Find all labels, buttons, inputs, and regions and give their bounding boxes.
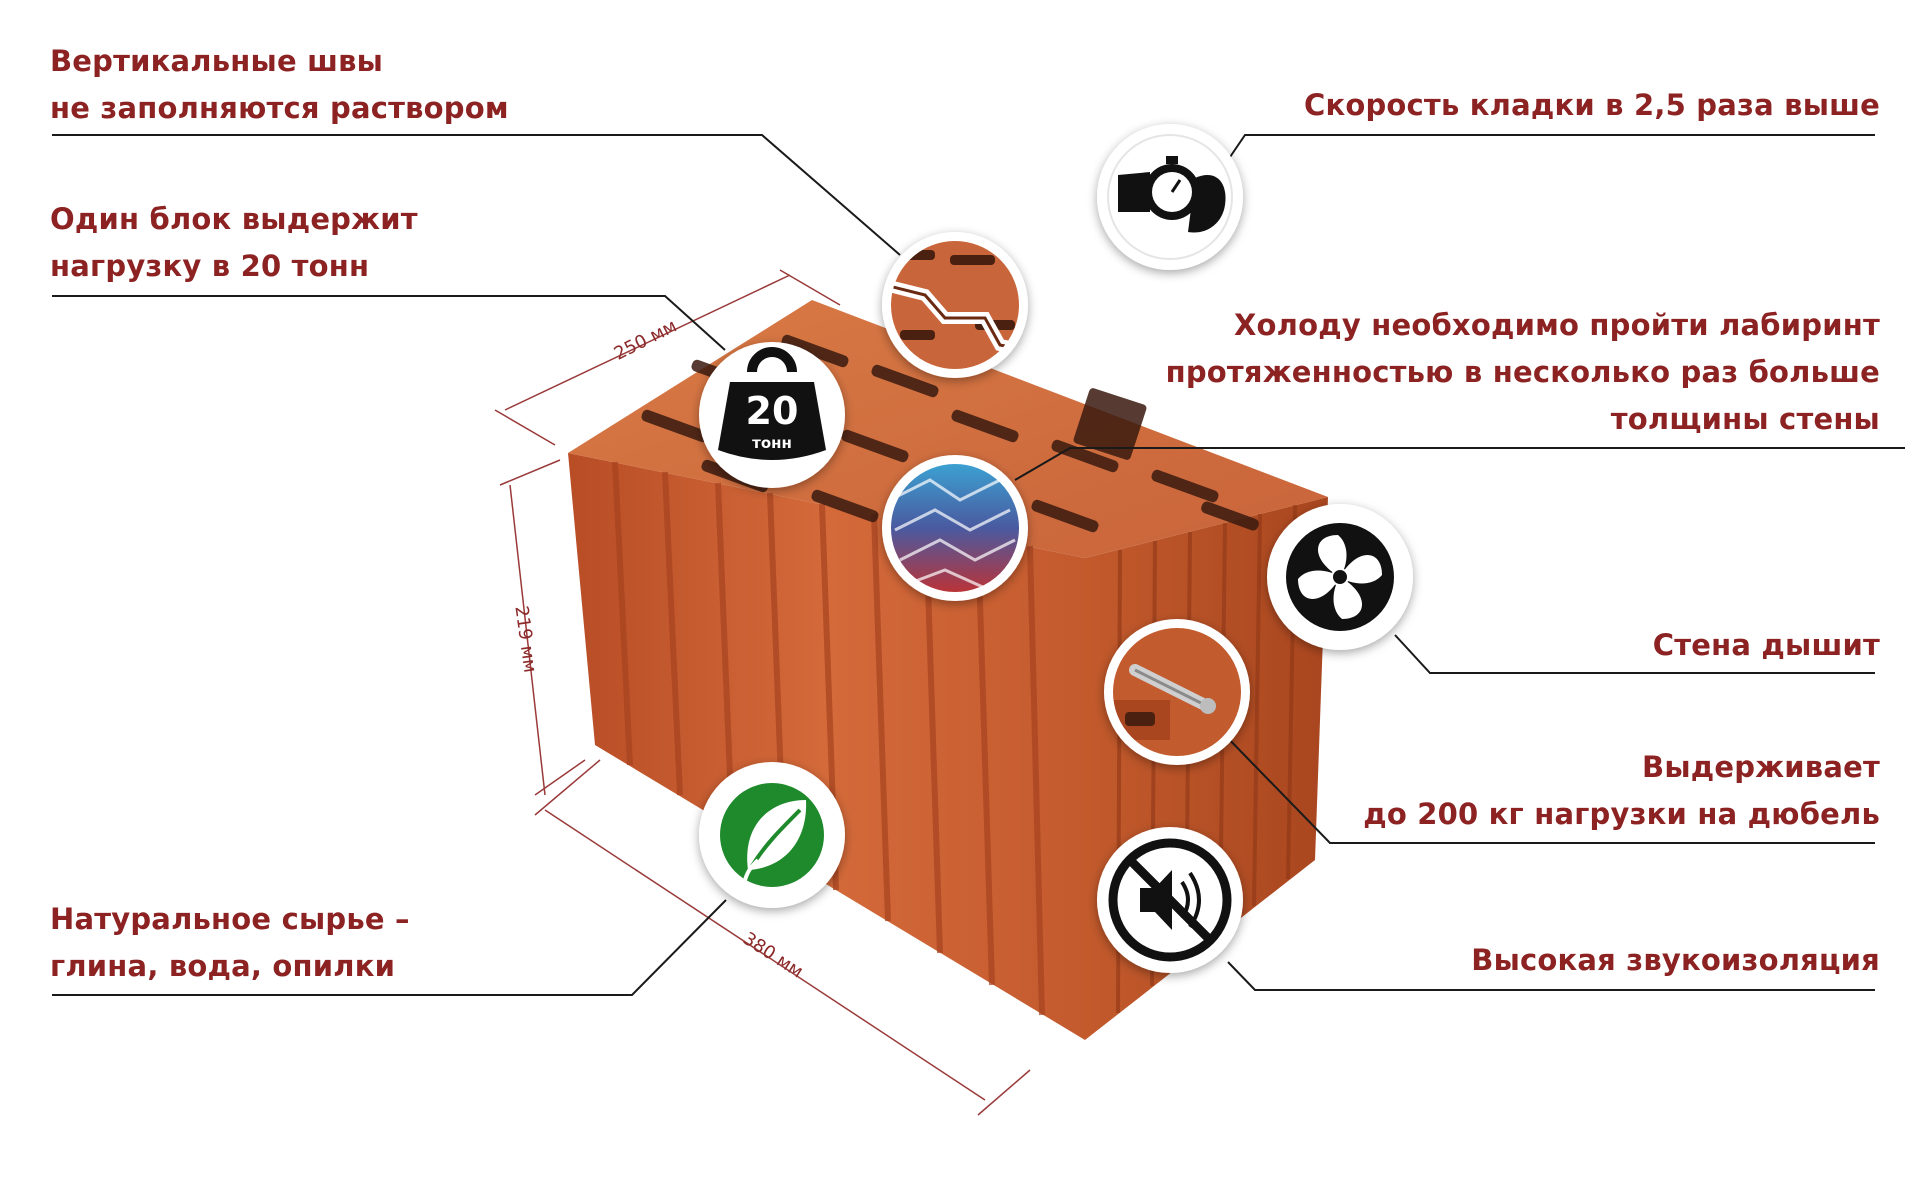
label-load: Один блок выдержит нагрузку в 20 тонн [50, 196, 418, 290]
label-breathes-line1: Стена дышит [1652, 628, 1880, 662]
label-load-line1: Один блок выдержит [50, 202, 418, 236]
label-load-line2: нагрузку в 20 тонн [50, 249, 370, 283]
label-dowel: Выдерживает до 200 кг нагрузки на дюбель [1363, 744, 1880, 838]
leaf-icon [699, 762, 845, 908]
label-natural-line2: глина, вода, опилки [50, 949, 396, 983]
dimension-width: 250 мм [611, 315, 680, 364]
label-labyrinth-line1: Холоду необходимо пройти лабиринт [1233, 308, 1880, 342]
weight-unit: тонн [752, 434, 792, 452]
label-speed: Скорость кладки в 2,5 раза выше [1304, 82, 1880, 129]
label-vertical-seams-line2: не заполняются раствором [50, 91, 509, 125]
label-labyrinth-line3: толщины стены [1610, 402, 1880, 436]
label-labyrinth: Холоду необходимо пройти лабиринт протяж… [1166, 302, 1880, 443]
dimension-length: 380 мм [739, 928, 807, 982]
label-vertical-seams-line1: Вертикальные швы [50, 44, 384, 78]
label-dowel-line1: Выдерживает [1642, 750, 1880, 784]
leader-lines [52, 134, 1905, 996]
label-sound: Высокая звукоизоляция [1471, 937, 1880, 984]
label-speed-line1: Скорость кладки в 2,5 раза выше [1303, 88, 1880, 122]
mute-icon [1097, 827, 1243, 973]
fan-icon [1267, 504, 1413, 650]
label-natural-line1: Натуральное сырье – [50, 902, 410, 936]
label-breathes: Стена дышит [1653, 622, 1880, 669]
stopwatch-icon [1097, 124, 1243, 270]
label-vertical-seams: Вертикальные швы не заполняются растворо… [50, 38, 509, 132]
weight-icon: 20 тонн [699, 342, 845, 488]
dimension-height: 219 мм [510, 604, 540, 674]
dimension-lines [494, 269, 1031, 1116]
label-labyrinth-line2: протяженностью в несколько раз больше [1165, 355, 1880, 389]
weight-number: 20 [746, 389, 799, 433]
label-dowel-line2: до 200 кг нагрузки на дюбель [1363, 797, 1880, 831]
joint-icon [882, 232, 1028, 378]
label-natural: Натуральное сырье – глина, вода, опилки [50, 896, 410, 990]
label-sound-line1: Высокая звукоизоляция [1471, 943, 1880, 977]
dowel-icon [1104, 619, 1250, 765]
labyrinth-icon [882, 455, 1028, 601]
